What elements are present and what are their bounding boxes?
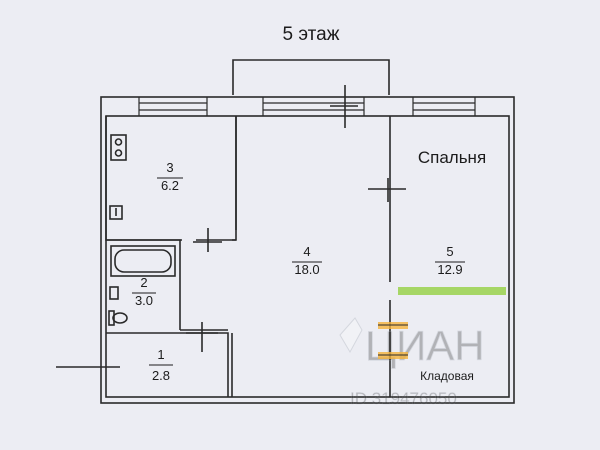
room-area: 6.2	[161, 178, 179, 193]
inner-wall	[105, 115, 510, 398]
partition-3-4	[231, 116, 237, 397]
room-number: 1	[157, 347, 164, 362]
marker-green	[398, 287, 506, 295]
toilet-tank-icon	[108, 310, 115, 326]
bathtub-icon	[110, 245, 176, 277]
watermark-logo-icon	[339, 317, 363, 354]
balcony	[232, 59, 390, 95]
floor-title: 5 этаж	[283, 24, 340, 45]
storage-label: Кладовая	[420, 369, 474, 383]
watermark-logo: ЦИАН ID 319476050	[339, 317, 485, 408]
room-label-2: 2 3.0	[132, 275, 156, 308]
room-number: 5	[446, 244, 453, 259]
stove-icon	[110, 134, 127, 161]
room-area: 18.0	[294, 262, 319, 277]
stove-burner-icon	[114, 149, 123, 157]
bathtub-inner-icon	[114, 249, 172, 273]
window-left	[138, 97, 208, 116]
room-number: 3	[166, 160, 173, 175]
room-label-4: 4 18.0	[292, 244, 322, 277]
room-label-3: 3 6.2	[157, 160, 183, 193]
window-center	[262, 97, 365, 116]
toilet-icon	[112, 312, 128, 324]
watermark-text: ЦИАН	[365, 322, 485, 369]
room-area: 12.9	[437, 262, 462, 277]
room-area: 2.8	[152, 368, 170, 383]
room-number: 2	[140, 275, 147, 290]
window-right	[412, 97, 476, 116]
room-2-walls	[106, 239, 181, 330]
room-number: 4	[303, 244, 310, 259]
room-area: 3.0	[135, 293, 153, 308]
walls	[56, 59, 515, 404]
room-label-1: 1 2.8	[149, 347, 173, 383]
washbasin-icon	[109, 286, 119, 300]
outer-wall	[100, 96, 515, 404]
stove-burner-icon	[114, 138, 123, 146]
room-label-5: 5 12.9	[435, 244, 465, 277]
room-1-walls	[106, 332, 229, 397]
watermark-id: ID 319476050	[350, 389, 457, 408]
kitchen-sink-icon	[109, 205, 123, 220]
bedroom-label: Спальня	[418, 148, 486, 167]
